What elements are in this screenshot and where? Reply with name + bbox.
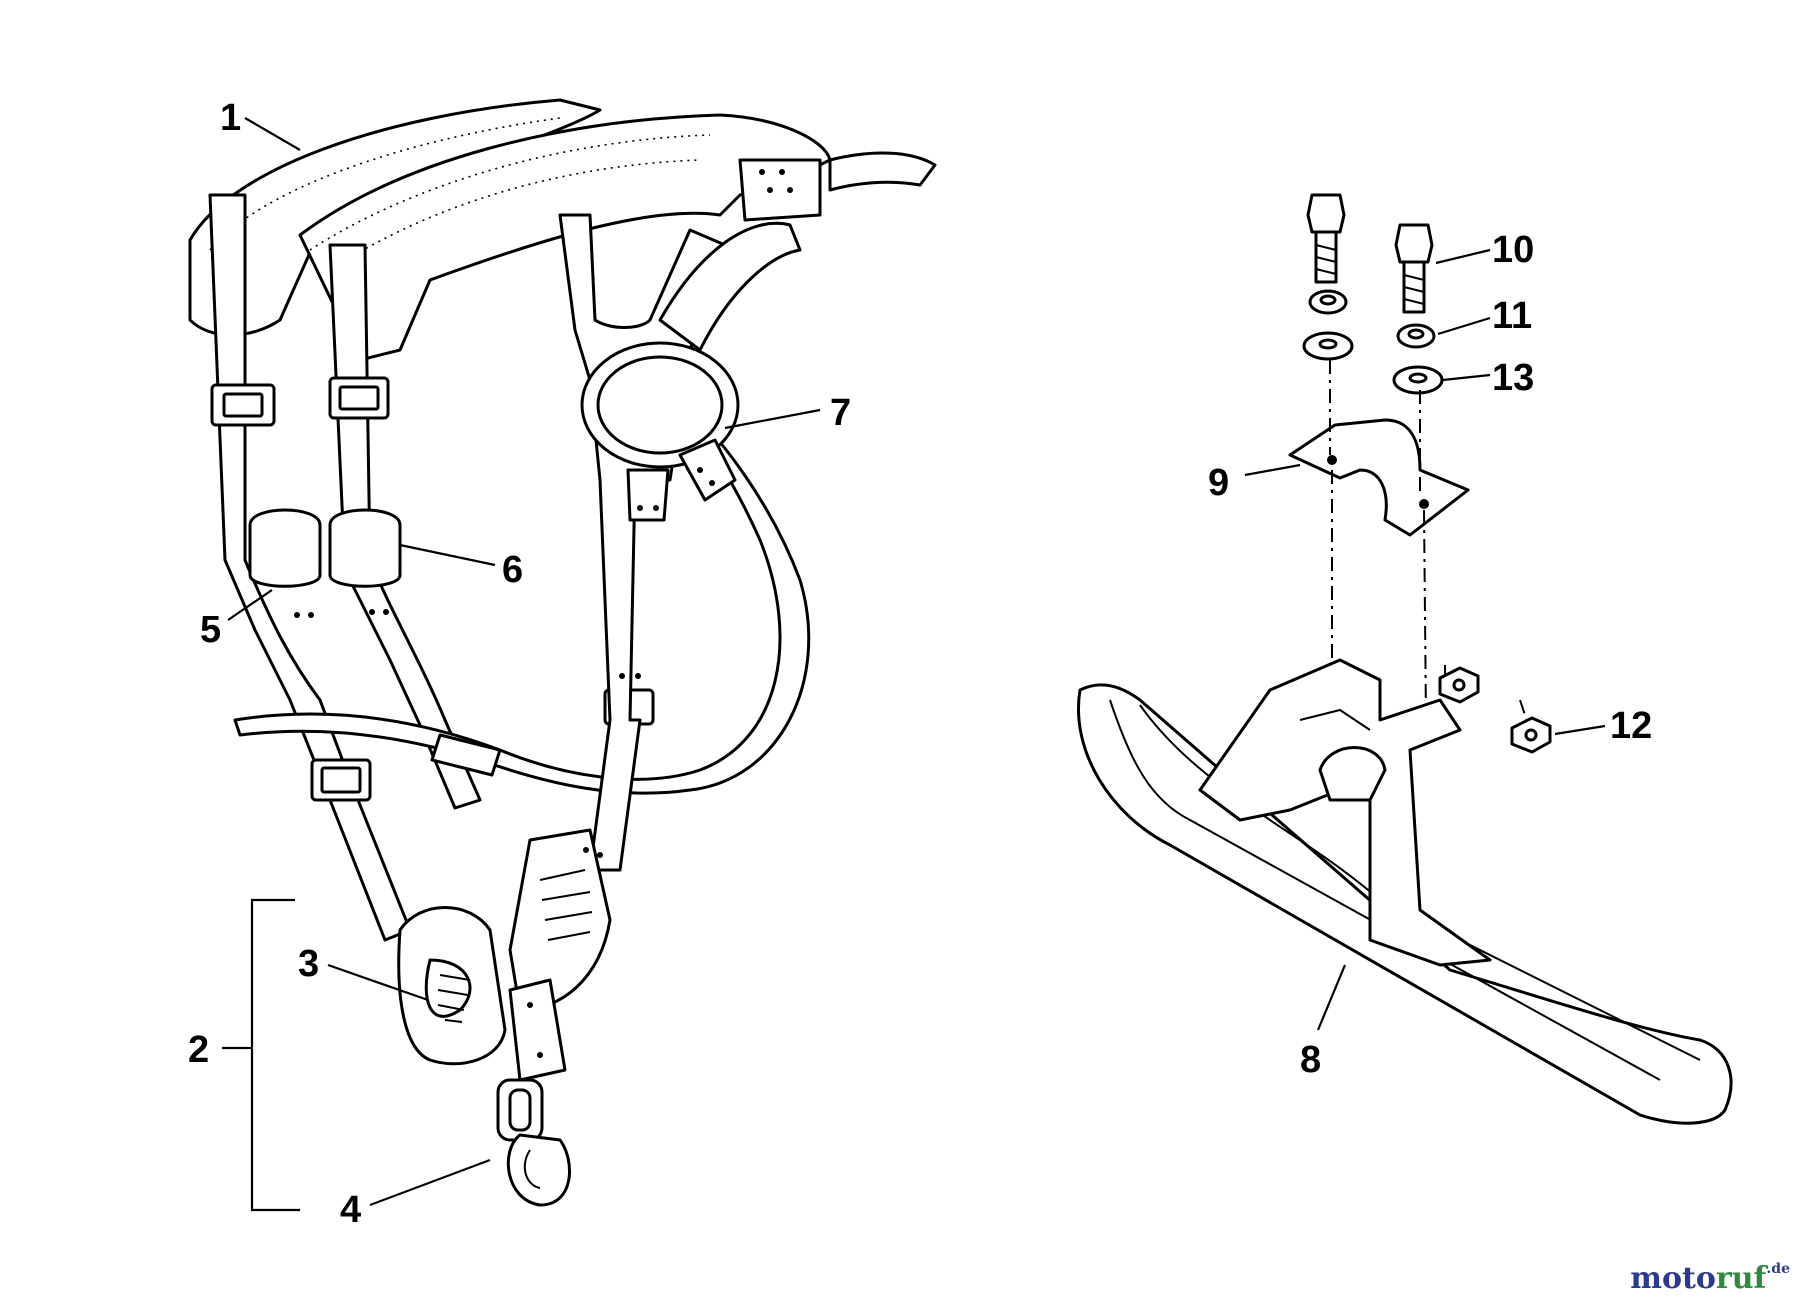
connector-ring-6 bbox=[328, 508, 402, 588]
harness-assembly bbox=[188, 98, 937, 1212]
watermark-part1: moto bbox=[1630, 1261, 1716, 1296]
callout-4: 4 bbox=[340, 1189, 361, 1231]
callout-10: 10 bbox=[1492, 229, 1534, 271]
watermark-logo: motoruf.de bbox=[1630, 1261, 1790, 1296]
swivel-hook bbox=[496, 1078, 571, 1207]
callout-3: 3 bbox=[298, 943, 319, 985]
nut bbox=[1438, 666, 1480, 704]
callout-6: 6 bbox=[502, 549, 523, 591]
callout-2: 2 bbox=[188, 1029, 209, 1071]
callout-8: 8 bbox=[1300, 1039, 1321, 1081]
guard-assembly bbox=[1077, 193, 1733, 1125]
callout-5: 5 bbox=[200, 609, 221, 651]
callouts: 1 2 3 4 5 6 7 8 9 10 11 12 13 bbox=[188, 97, 1652, 1231]
callout-12: 12 bbox=[1610, 705, 1652, 747]
clamp bbox=[1288, 418, 1470, 537]
spring bbox=[424, 958, 472, 1023]
callout-1: 1 bbox=[220, 97, 241, 139]
watermark-part2: ruf bbox=[1715, 1261, 1767, 1296]
bolt-left bbox=[1306, 193, 1346, 284]
mounting-bracket bbox=[1198, 658, 1492, 967]
callout-13: 13 bbox=[1492, 357, 1534, 399]
bolt-right bbox=[1394, 223, 1434, 314]
callout-7: 7 bbox=[830, 392, 851, 434]
nut bbox=[1510, 716, 1552, 754]
connector-ring-5 bbox=[248, 508, 322, 588]
callout-9: 9 bbox=[1208, 462, 1229, 504]
callout-11: 11 bbox=[1492, 295, 1532, 337]
shoulder-pad bbox=[188, 98, 602, 337]
watermark-suffix: .de bbox=[1766, 1261, 1790, 1277]
